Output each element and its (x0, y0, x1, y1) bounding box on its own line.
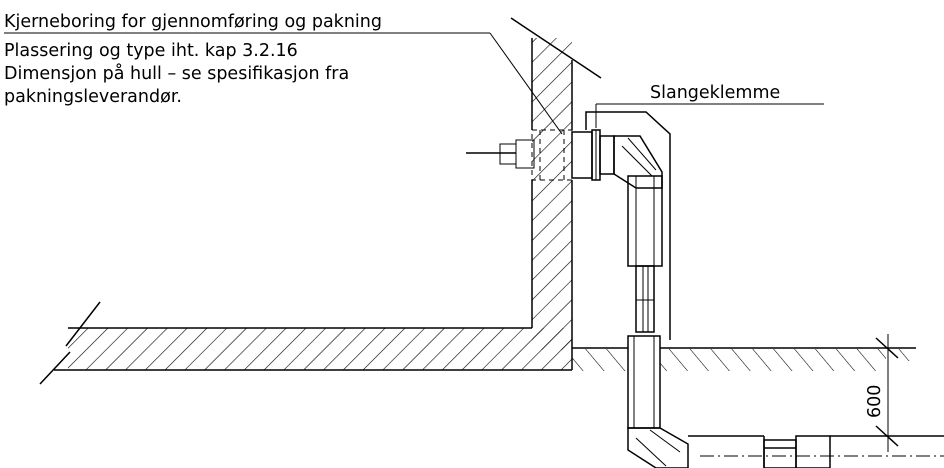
hose-clamp-leader (595, 103, 824, 128)
core-drilling-leader (4, 32, 563, 135)
depth-dimension-label: 600 (865, 385, 885, 418)
ground-surface (572, 347, 916, 371)
wall-penetration-sleeve (466, 129, 615, 181)
note-line-1: Plassering og type iht. kap 3.2.16 (4, 41, 298, 61)
concrete-floor-section (39, 301, 572, 385)
casing-outline (585, 111, 671, 340)
underground-pipe (627, 427, 944, 468)
note-line-3: pakningsleverandør. (4, 87, 182, 107)
concrete-wall-section (510, 17, 602, 370)
note-line-2: Dimensjon på hull – se spesifikasjon fra (4, 63, 349, 84)
core-drilling-label: Kjerneboring for gjennomføring og paknin… (4, 12, 382, 32)
hose-clamp-label: Slangeklemme (650, 83, 780, 103)
hose-bend-vertical (613, 135, 663, 429)
depth-dimension (875, 334, 944, 452)
